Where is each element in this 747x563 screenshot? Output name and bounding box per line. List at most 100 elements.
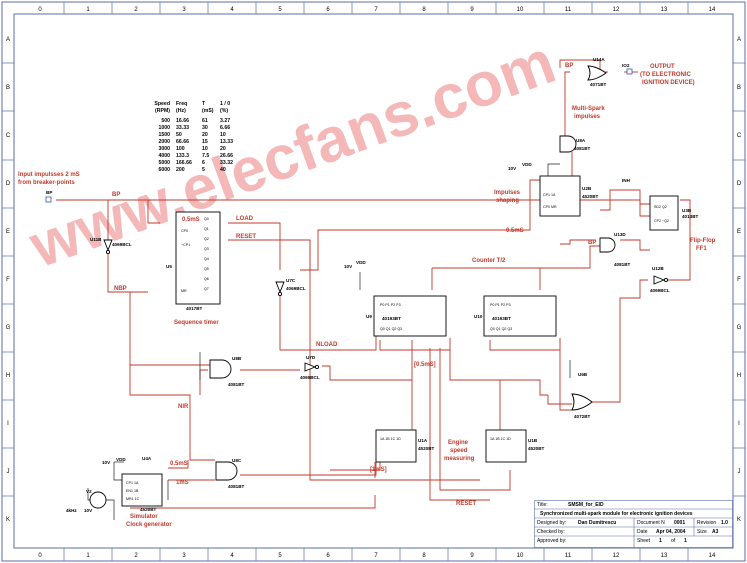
pin-label: Q3 <box>204 247 209 251</box>
tb-revision: 1.0 <box>721 520 728 526</box>
tb-revision-label: Revision <box>697 520 717 526</box>
u8b-and <box>209 359 232 379</box>
title-block-grid <box>534 500 733 548</box>
net-load: LOAD <box>236 216 253 222</box>
u1a-body <box>375 429 417 463</box>
v2-source <box>89 491 107 509</box>
col-label: 0 <box>38 553 42 559</box>
col-label: 3 <box>182 553 186 559</box>
row-label: J <box>7 469 10 475</box>
seq-timer-label: Sequence timer <box>174 320 219 326</box>
tb-approved-label: Approved by: <box>537 538 567 544</box>
part-u8a: U8A <box>576 138 586 143</box>
pin-label: 1A 1B 1C 1D <box>380 437 401 441</box>
u10-body <box>483 295 557 337</box>
part-u5-type: 4017BT <box>186 306 203 311</box>
u1b-body <box>485 429 527 463</box>
pin-label: MR1 1C <box>126 497 140 501</box>
part-u1a-type: 4520BT <box>418 446 435 451</box>
u11b-inv <box>103 239 113 252</box>
tb-description: Synchronized multi-spark module for elec… <box>540 511 693 517</box>
port-bp: BP <box>46 190 53 195</box>
tb-docno: 0001 <box>674 520 686 526</box>
flipflop-label-2: FF1 <box>696 246 707 252</box>
row-label: B <box>6 85 10 91</box>
col-label: 4 <box>230 553 234 559</box>
part-u12b-type: 4069BCL <box>650 288 670 293</box>
col-label: 14 <box>709 553 716 559</box>
v10-4: 10V <box>84 508 93 513</box>
col-label: 2 <box>134 553 138 559</box>
net-bp-right: BP <box>588 240 597 246</box>
part-u8a-type: 4081BT <box>574 146 591 151</box>
output-label: OUTPUT <box>650 64 675 70</box>
net-1ms-b: 1mS <box>176 480 189 486</box>
th-freq: Freq <box>176 101 188 107</box>
col-label: 6 <box>326 7 330 13</box>
col-label: 11 <box>565 553 572 559</box>
impulses-label-2: shaping <box>496 198 520 204</box>
net-counter: Counter T/2 <box>472 258 506 264</box>
part-u13d-type: 4081BT <box>614 262 631 267</box>
col-label: 9 <box>470 553 474 559</box>
pin-label: P0 P1 P2 P3 <box>380 303 401 307</box>
part-u10: U10 <box>474 314 483 319</box>
row-label: E <box>6 229 10 235</box>
net-bp: BP <box>112 192 121 198</box>
part-u8b: U8B <box>232 356 242 361</box>
part-u3b: U3B <box>682 208 692 213</box>
part-u6b-type: 4072BT <box>574 414 591 419</box>
pin-label: SD2 Q2 <box>654 205 667 209</box>
part-u9-type: 40193BT <box>382 316 401 321</box>
tb-checked-label: Checked by: <box>537 529 565 535</box>
row-label: H <box>737 373 741 379</box>
u8c-and <box>215 461 238 481</box>
row-label: G <box>6 325 11 331</box>
pin-label: CP0 MR <box>543 205 557 209</box>
tb-title-label: Title: <box>537 502 548 508</box>
row-label: E <box>737 229 741 235</box>
col-label: 8 <box>422 553 426 559</box>
gates <box>89 65 669 509</box>
u12b-inv <box>653 275 666 285</box>
part-u7c-type: 4069BCL <box>286 286 306 291</box>
vdd-2: VDD <box>356 260 366 265</box>
part-u6b: U6B <box>578 372 588 377</box>
part-u2b-type: 4520BT <box>582 194 599 199</box>
net-inh: INH <box>622 178 630 183</box>
col-label: 5 <box>278 7 282 13</box>
col-label: 10 <box>517 553 524 559</box>
pin-label: Q0 <box>204 217 209 221</box>
u7c-inv <box>275 281 285 294</box>
col-label: 0 <box>38 7 42 13</box>
net-05ms-c: 0.5mS <box>170 461 188 467</box>
col-label: 8 <box>422 7 426 13</box>
u7d-inv <box>304 362 317 372</box>
part-u11b: U11B <box>90 237 102 242</box>
part-u8c-type: 4081BT <box>228 484 245 489</box>
th-freq-unit: (Hz) <box>176 108 186 115</box>
tb-sheet-label: Sheet <box>637 538 651 544</box>
row-label: K <box>737 517 741 523</box>
col-label: 3 <box>182 7 186 13</box>
tb-title: SMSM_for_EID <box>568 502 604 508</box>
u14a-or <box>587 65 607 81</box>
part-u8c: U8C <box>232 458 242 463</box>
col-label: 1 <box>86 553 90 559</box>
col-label: 13 <box>661 553 668 559</box>
pin-label: Q5 <box>204 267 209 271</box>
tb-designed-by: Dan Dumitrescu <box>578 520 617 526</box>
pin-label: Q7 <box>204 287 209 291</box>
net-reset: RESET <box>236 234 257 240</box>
col-label: 7 <box>374 553 378 559</box>
engine-label-2: speed <box>450 448 468 454</box>
net-reset-bottom: RESET <box>456 501 477 507</box>
input-note: Input impulsses 2 mS <box>18 172 80 178</box>
net-1ms: [1mS] <box>370 467 387 473</box>
tb-of-label: of <box>671 538 676 544</box>
